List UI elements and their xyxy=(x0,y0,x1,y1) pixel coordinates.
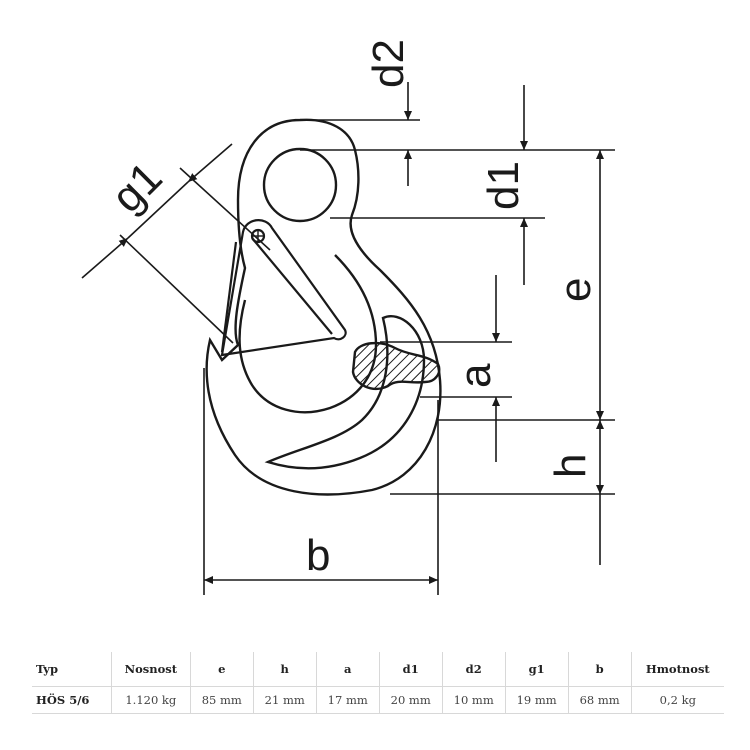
hook-technical-drawing: d2 d1 e a h b g1 xyxy=(81,39,615,595)
header-b: b xyxy=(567,652,632,687)
label-b: b xyxy=(306,531,330,580)
header-d2: d2 xyxy=(441,652,506,687)
label-d2: d2 xyxy=(364,39,413,88)
cell-a: 17 mm xyxy=(315,686,380,714)
dimension-lines xyxy=(81,82,604,584)
cell-d1: 20 mm xyxy=(378,686,443,714)
latch xyxy=(220,219,347,357)
cell-d2: 10 mm xyxy=(441,686,506,714)
header-typ: Typ xyxy=(32,652,112,687)
spec-table: Typ Nosnost e h a d1 d2 g1 b Hmotnost HÖ… xyxy=(32,652,724,714)
eye-hole xyxy=(262,147,338,223)
cell-typ: HÖS 5/6 xyxy=(36,693,90,707)
label-d1: d1 xyxy=(479,161,528,210)
cell-h: 21 mm xyxy=(252,686,317,714)
label-a: a xyxy=(451,363,500,388)
hook-body xyxy=(205,118,442,496)
label-h: h xyxy=(546,454,595,478)
label-e: e xyxy=(551,278,600,302)
table-row: HÖS 5/6 1.120 kg 85 mm 21 mm 17 mm 20 mm… xyxy=(32,686,724,714)
cell-hmotnost: 0,2 kg xyxy=(630,686,724,714)
section-hatch xyxy=(351,341,441,391)
cell-nosnost: 1.120 kg xyxy=(110,686,191,714)
header-h: h xyxy=(252,652,317,687)
header-g1: g1 xyxy=(504,652,569,687)
header-e: e xyxy=(189,652,254,687)
cell-g1: 19 mm xyxy=(504,686,569,714)
header-hmotnost: Hmotnost xyxy=(630,652,724,687)
header-nosnost: Nosnost xyxy=(110,652,191,687)
header-a: a xyxy=(315,652,380,687)
cell-b: 68 mm xyxy=(567,686,632,714)
cell-e: 85 mm xyxy=(189,686,254,714)
header-d1: d1 xyxy=(378,652,443,687)
label-g1: g1 xyxy=(102,153,171,222)
table-header-row: Typ Nosnost e h a d1 d2 g1 b Hmotnost xyxy=(32,652,724,687)
